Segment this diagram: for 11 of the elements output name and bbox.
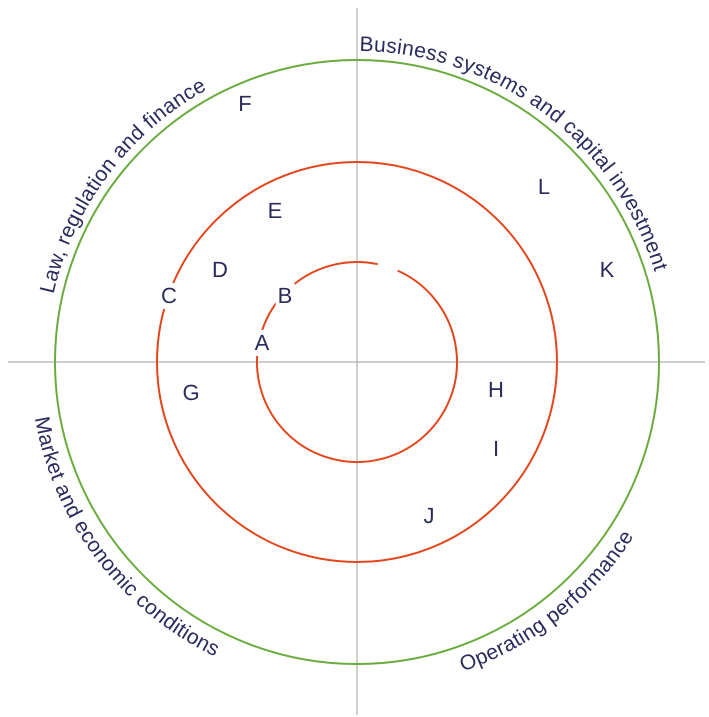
point-letter: I [492,438,500,460]
point-letter: D [212,259,228,281]
point-letter: F [238,93,252,115]
point-letter: L [538,176,550,198]
point-letter: C [159,283,179,309]
point-letter: H [488,379,504,401]
point-letter: B [276,283,294,309]
point-letter: A [252,330,272,356]
point-letter: G [182,382,200,404]
point-letter: J [424,505,434,527]
point-letter: E [268,200,282,222]
